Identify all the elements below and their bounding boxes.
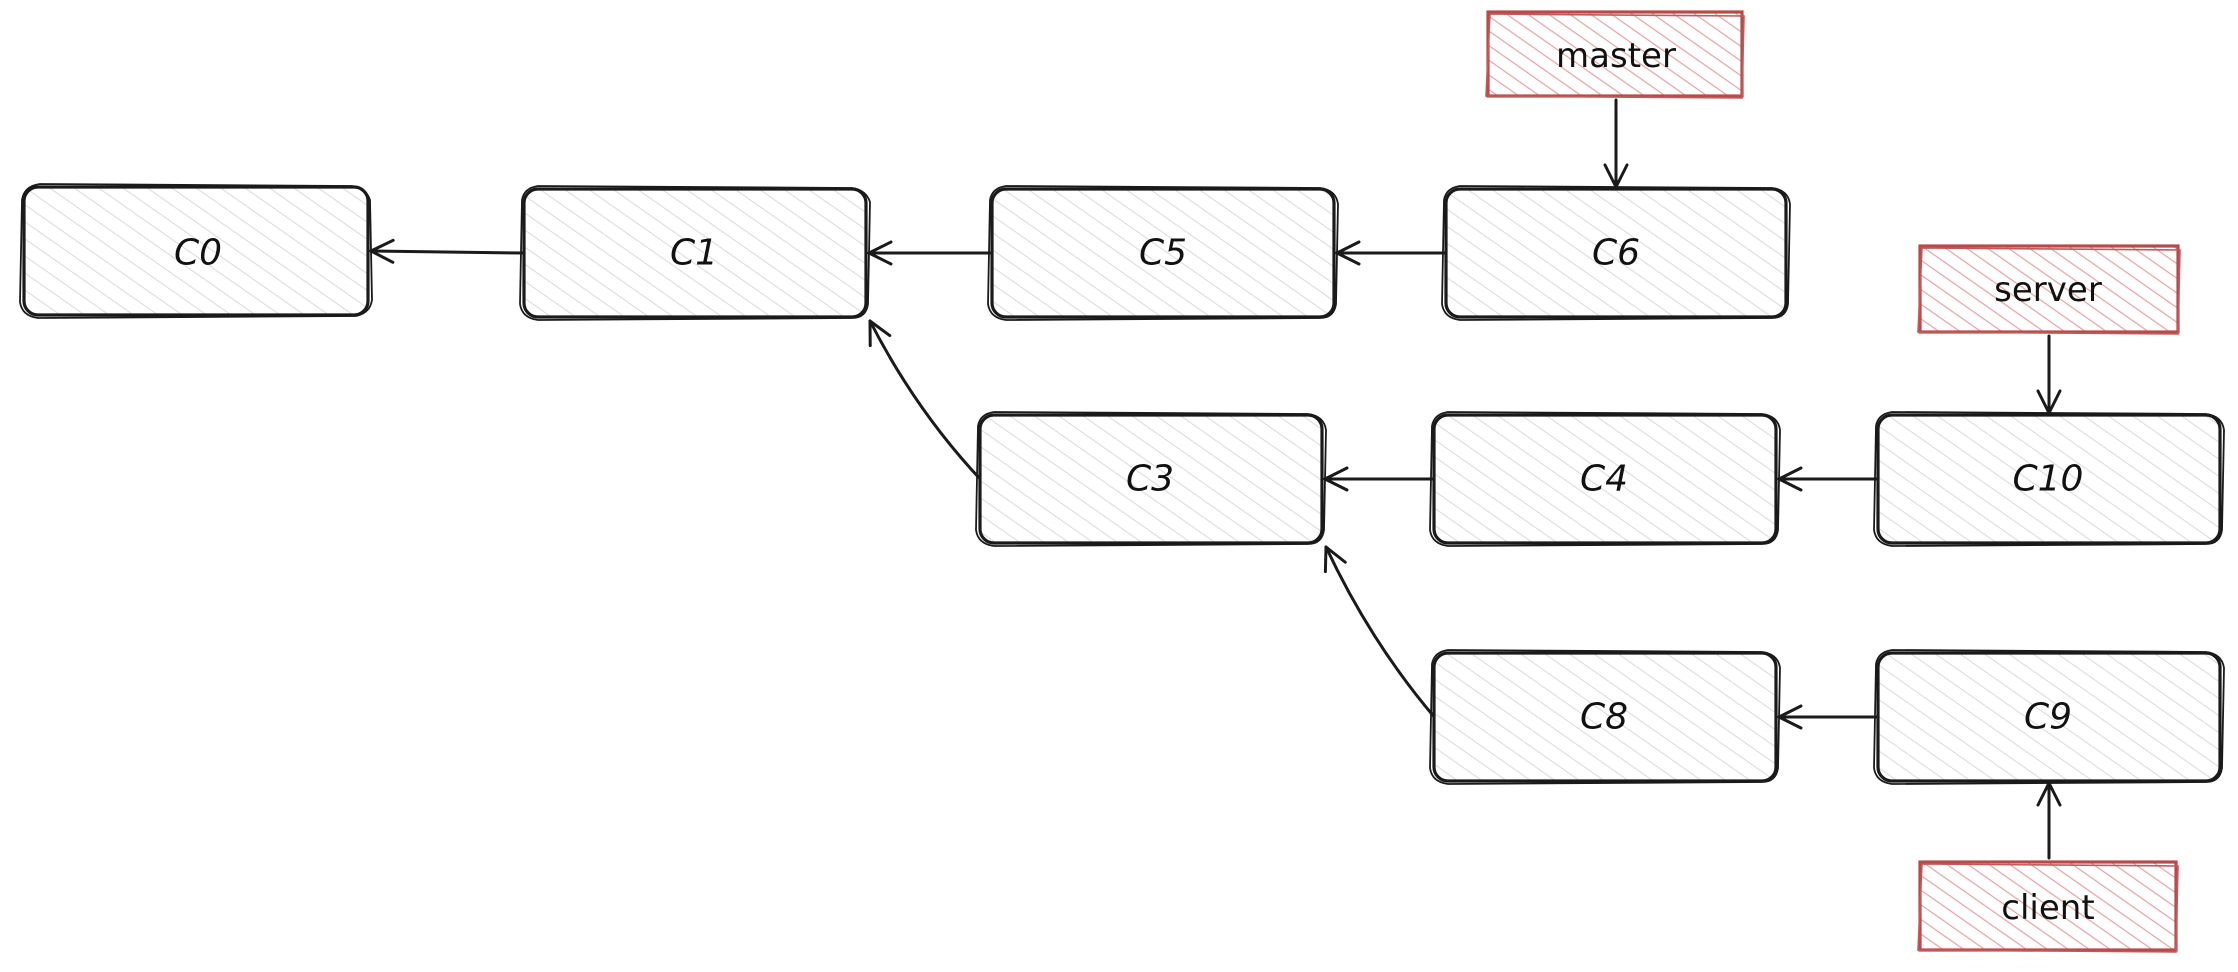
commit-node-c8[interactable]: C8 [1429, 649, 1781, 785]
commit-label: C6 [1592, 233, 1640, 274]
commit-node-c0[interactable]: C0 [19, 183, 373, 319]
branch-ref-server[interactable]: server [1917, 244, 2181, 335]
branch-ref-client[interactable]: client [1917, 860, 2179, 953]
commit-label: C3 [1126, 459, 1174, 500]
commit-node-c1[interactable]: C1 [519, 185, 871, 321]
edge-c5-to-c1 [867, 240, 992, 266]
branch-label: server [1994, 270, 2102, 310]
commit-label: C8 [1580, 697, 1628, 738]
edge-c9-to-c8 [1777, 704, 1878, 730]
edge-c10-to-c4 [1777, 466, 1878, 492]
commit-label: C4 [1580, 459, 1628, 500]
commit-label: C9 [2024, 697, 2072, 738]
commit-node-c5[interactable]: C5 [987, 185, 1339, 321]
edge-c8-to-c3 [1323, 545, 1438, 721]
ref-arrow-server [2036, 334, 2062, 415]
edge-c4-to-c3 [1323, 466, 1434, 492]
edge-c6-to-c5 [1335, 240, 1446, 266]
branch-ref-master[interactable]: master [1485, 10, 1745, 99]
commit-node-c4[interactable]: C4 [1429, 411, 1781, 547]
edge-c1-to-c0 [369, 238, 524, 264]
commit-node-c3[interactable]: C3 [975, 411, 1327, 547]
branch-label: client [2001, 888, 2094, 928]
ref-arrow-master [1603, 98, 1629, 189]
commit-label: C5 [1139, 233, 1187, 274]
commit-label: C10 [2013, 459, 2084, 500]
arrowhead [868, 319, 892, 348]
commit-node-c9[interactable]: C9 [1873, 649, 2225, 785]
commit-node-c6[interactable]: C6 [1441, 185, 1791, 321]
commit-label: C0 [174, 233, 222, 274]
edge-c3-to-c1 [868, 319, 984, 483]
arrowhead [1323, 545, 1347, 574]
commit-node-c10[interactable]: C10 [1873, 411, 2225, 547]
commit-label: C1 [670, 233, 718, 274]
ref-arrow-client [2036, 781, 2062, 860]
branch-label: master [1556, 36, 1676, 76]
